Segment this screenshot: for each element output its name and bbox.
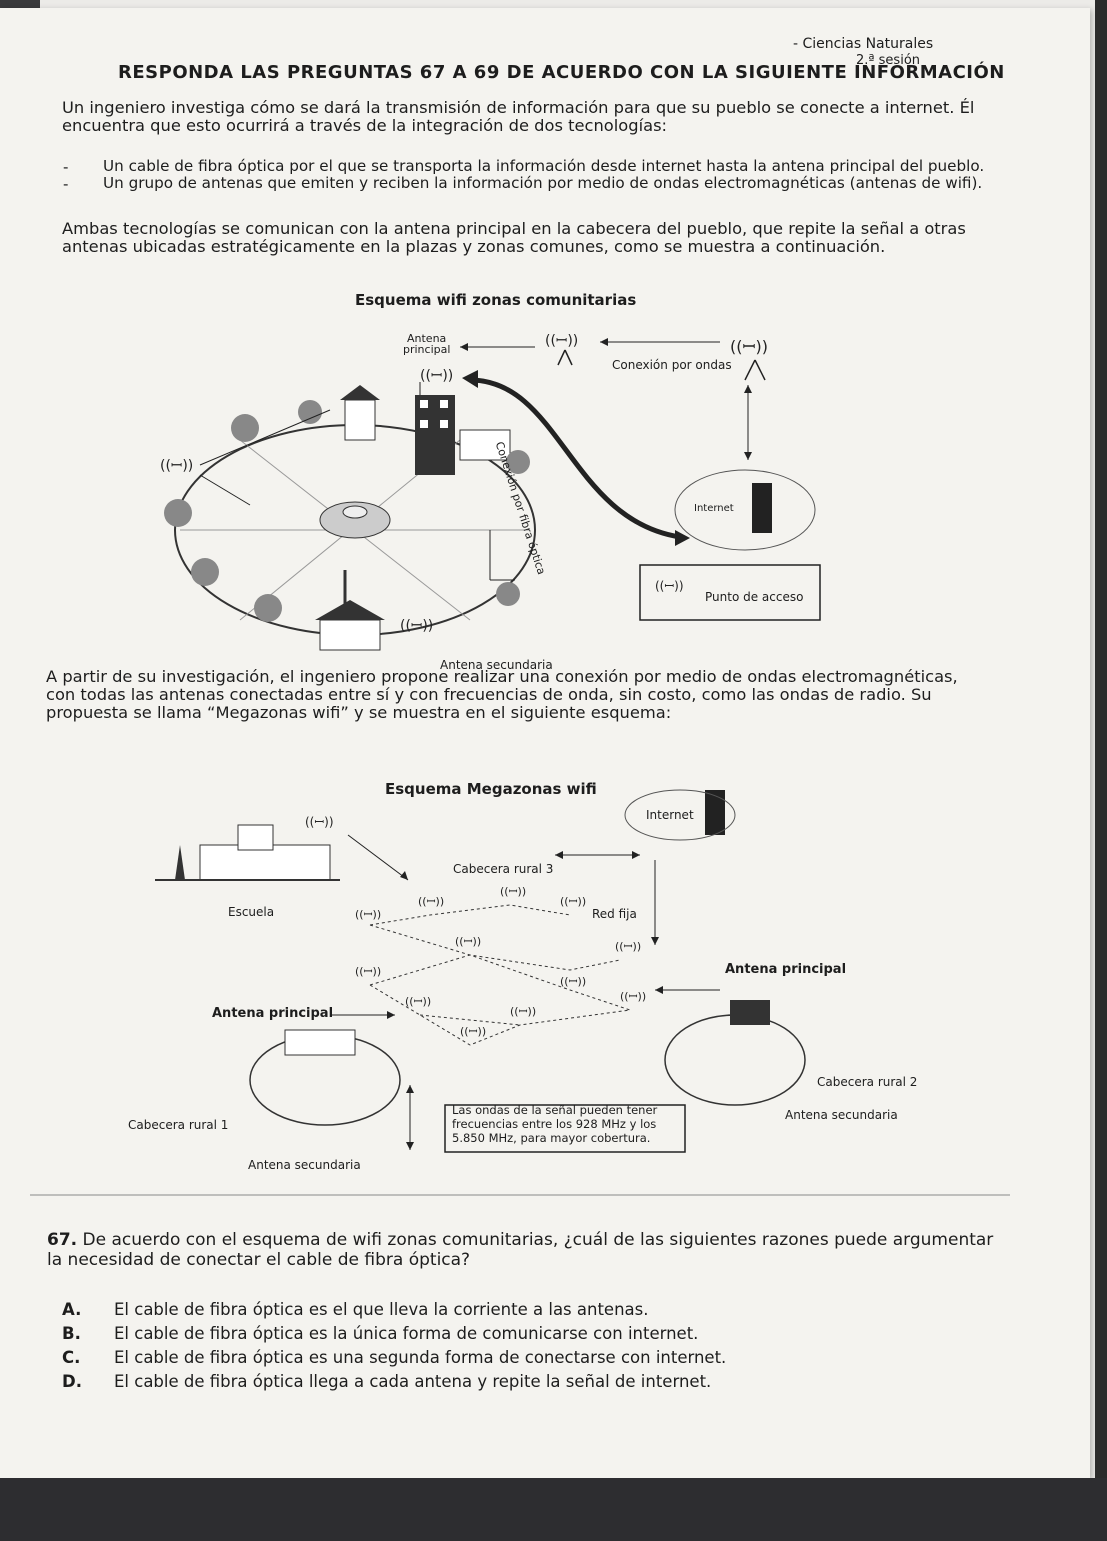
label-cabecera-1: Cabecera rural 1 [128, 1118, 229, 1132]
label-internet-2: Internet [646, 808, 694, 822]
label-antena-secundaria-right: Antena secundaria [785, 1108, 898, 1122]
option-letter: A. [62, 1300, 82, 1319]
label-cabecera-3: Cabecera rural 3 [453, 862, 554, 876]
question-number: 67. [47, 1230, 78, 1250]
note-line-2: frecuencias entre los 928 MHz y los [452, 1117, 657, 1131]
option-text: El cable de fibra óptica es el que lleva… [114, 1300, 649, 1319]
label-antena: Antena [407, 332, 447, 345]
exam-sheet [0, 8, 1090, 1478]
proposal-paragraph: A partir de su investigación, el ingenie… [46, 667, 958, 722]
label-red-fija: Red fija [592, 907, 637, 921]
question-67: 67. De acuerdo con el esquema de wifi zo… [47, 1230, 1007, 1270]
label-punto-acceso: Punto de acceso [705, 590, 804, 604]
subject-label: - Ciencias Naturales [793, 36, 934, 52]
label-antena-secundaria-left: Antena secundaria [248, 1158, 361, 1172]
binder-edge [1095, 0, 1107, 1541]
session-label: 2.ª sesión [856, 53, 921, 68]
option-b[interactable]: B. El cable de fibra óptica es la única f… [62, 1324, 698, 1343]
note-line-3: 5.850 MHz, para mayor cobertura. [452, 1131, 651, 1145]
diagram2-title: Esquema Megazonas wifi [385, 780, 597, 798]
diagram1-title: Esquema wifi zonas comunitarias [355, 291, 637, 309]
label-escuela: Escuela [228, 905, 275, 919]
bullet-fibra: Un cable de fibra óptica por el que se t… [103, 157, 985, 175]
note-line-1: Las ondas de la señal pueden tener [452, 1103, 658, 1117]
section-heading: RESPONDA LAS PREGUNTAS 67 A 69 DE ACUERD… [118, 62, 1005, 83]
label-internet: Internet [694, 503, 734, 514]
option-text: El cable de fibra óptica es la única for… [114, 1324, 699, 1343]
label-principal: principal [403, 343, 451, 356]
intro-paragraph-2: Ambas tecnologías se comunican con la an… [62, 219, 966, 256]
bullet-dash: - [63, 175, 69, 193]
option-a[interactable]: A. El cable de fibra óptica es el que lle… [62, 1300, 649, 1319]
option-letter: B. [62, 1324, 81, 1343]
option-c[interactable]: C. El cable de fibra óptica es una segund… [62, 1348, 726, 1367]
option-letter: D. [62, 1372, 82, 1391]
desk-surface [0, 1478, 1107, 1541]
option-text: El cable de fibra óptica es una segunda … [114, 1348, 727, 1367]
label-cabecera-2: Cabecera rural 2 [817, 1075, 918, 1089]
label-antena-principal-right: Antena principal [725, 962, 847, 977]
option-text: El cable de fibra óptica llega a cada an… [114, 1372, 712, 1391]
option-letter: C. [62, 1348, 81, 1367]
intro-paragraph: Un ingeniero investiga cómo se dará la t… [62, 98, 975, 135]
option-d[interactable]: D. El cable de fibra óptica llega a cada … [62, 1372, 711, 1391]
label-conexion-ondas: Conexión por ondas [612, 358, 732, 372]
label-antena-principal-left: Antena principal [212, 1006, 334, 1021]
label-antena-secundaria: Antena secundaria [440, 658, 553, 672]
question-text: De acuerdo con el esquema de wifi zonas … [47, 1230, 994, 1270]
bullet-antenas: Un grupo de antenas que emiten y reciben… [103, 174, 983, 192]
bullet-dash: - [63, 158, 69, 176]
